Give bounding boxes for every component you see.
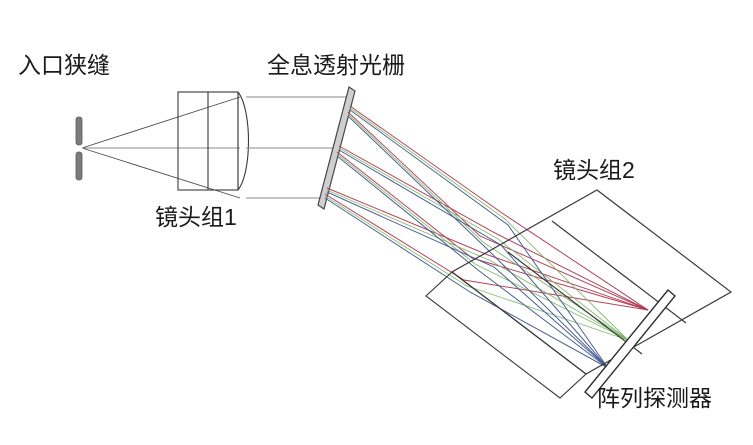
lens-group-1 (177, 91, 249, 191)
green-ray-bundle (324, 107, 629, 341)
label-lens-group-1: 镜头组1 (155, 204, 237, 230)
collimated-beam-rays (246, 96, 348, 199)
object-beam-rays (81, 96, 241, 199)
lens-group-2 (425, 189, 733, 399)
blue-ray-bundle (324, 109, 609, 369)
entrance-slit (75, 116, 83, 181)
array-detector (584, 289, 676, 399)
label-array-detector: 阵列探测器 (597, 385, 712, 411)
label-lens-group-2: 镜头组2 (553, 157, 635, 183)
label-holographic-transmission-grating: 全息透射光栅 (267, 52, 405, 78)
red-ray-bundle (324, 105, 649, 311)
holographic-transmission-grating (317, 86, 356, 210)
label-entrance-slit: 入口狭缝 (18, 52, 110, 78)
